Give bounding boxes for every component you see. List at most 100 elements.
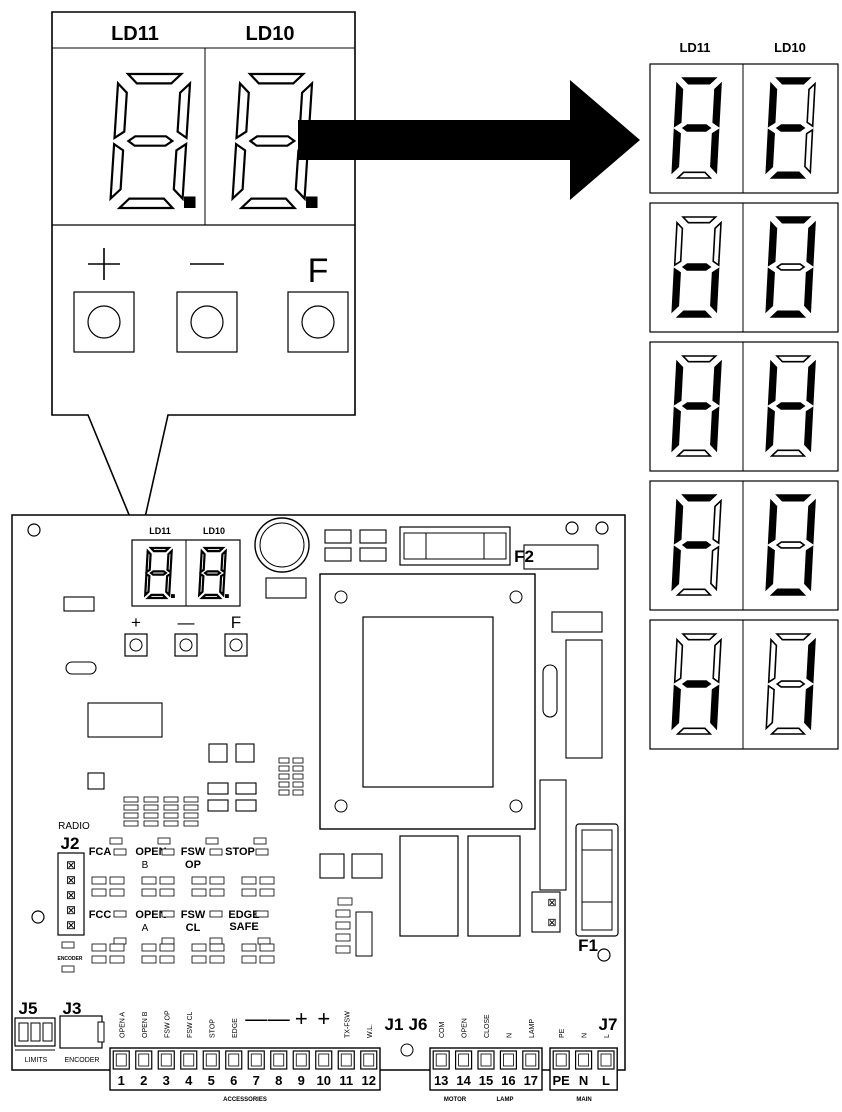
segment-b (806, 498, 816, 545)
signal-safe: SAFE (229, 921, 258, 933)
segment-g (248, 135, 297, 147)
segment-f (767, 220, 778, 267)
segment-d (769, 727, 807, 735)
connector-j2-pin-2: ⊠ (66, 873, 76, 887)
transformer-hole-4 (509, 799, 523, 813)
segment-f (235, 80, 250, 141)
resistor-array-1 (183, 812, 199, 819)
segment-g (149, 570, 168, 576)
segment-d (769, 588, 807, 596)
terminal-block-accessories-screw-inner (138, 1053, 150, 1067)
segment-f (673, 81, 684, 128)
segment-c (710, 545, 720, 592)
code-row-frame (649, 63, 839, 194)
segment-c (219, 571, 226, 598)
component-9 (235, 743, 255, 763)
terminal-motor-label-16: N (506, 1033, 513, 1038)
code-digit-right (765, 216, 816, 318)
zoom-button-knob-3 (301, 305, 335, 339)
encoder-small-label: ENCODER (57, 956, 82, 962)
terminal-motor-label-17: LAMP (529, 1019, 536, 1038)
resistor-array-2 (278, 781, 290, 788)
limits-label: LIMITS (25, 1057, 48, 1064)
encoder-led-1 (61, 941, 75, 949)
led-15 (209, 937, 223, 945)
terminal-block-motor-screw-inner (480, 1053, 492, 1067)
mount-hole-3 (595, 521, 609, 535)
resistor-row-top (241, 888, 257, 897)
code-digit-right (765, 494, 816, 596)
component-15 (319, 853, 345, 879)
terminal-accessories-label-7: — (245, 1006, 267, 1031)
segment-f (767, 637, 778, 684)
segment-f (673, 220, 684, 267)
segment-a (775, 355, 812, 363)
terminal-motor-label-14: OPEN (462, 1018, 469, 1038)
component-11 (207, 782, 229, 795)
smd-5 (335, 945, 351, 954)
led-9 (113, 910, 127, 918)
resistor-array-1 (143, 796, 159, 803)
decimal-point (225, 594, 229, 598)
code-row-frame (649, 202, 839, 333)
connector-j6-label: J6 (409, 1015, 428, 1034)
component-16 (351, 853, 383, 879)
component-19 (565, 639, 603, 759)
code-digit-left (671, 216, 722, 318)
mount-hole-1 (27, 523, 41, 537)
terminal-accessories-1: 1 (118, 1073, 125, 1088)
code-row-3 (649, 341, 839, 472)
resistor-row-top (241, 876, 257, 885)
segment-c (165, 571, 172, 598)
code-row-1 (649, 63, 839, 194)
transformer-hole-2 (509, 590, 523, 604)
segment-a (681, 494, 718, 502)
segment-d (769, 171, 807, 179)
segment-g (775, 541, 806, 549)
component-tall (539, 779, 567, 891)
resistor-array-1 (163, 796, 179, 803)
code-row-2 (649, 202, 839, 333)
code-digit-left (671, 77, 722, 179)
board-display-label-ld10: LD10 (203, 526, 225, 536)
board-button-knob-1 (129, 638, 143, 652)
terminal-motor-13: 13 (434, 1073, 448, 1088)
code-digit-left (671, 355, 722, 457)
segment-c (710, 128, 720, 175)
terminal-accessories-11: 11 (339, 1073, 353, 1088)
component-6 (359, 547, 387, 562)
terminal-accessories-7: 7 (253, 1073, 260, 1088)
segment-d (675, 171, 713, 179)
segment-a (125, 72, 185, 85)
segment-d (675, 449, 713, 457)
connector-j5-label: J5 (19, 999, 38, 1018)
connector-j5-pin (42, 1022, 53, 1042)
terminal-block-main-screw-inner (578, 1053, 589, 1067)
component-17 (523, 544, 599, 570)
decimal-point (171, 594, 175, 598)
component-4 (359, 529, 387, 544)
segment-a (775, 494, 812, 502)
segment-b (176, 80, 192, 140)
decimal-point (306, 196, 318, 208)
fuse-f2-glass (403, 532, 507, 560)
code-digit-right (765, 633, 816, 735)
segment-e (197, 571, 205, 598)
mount-hole-5 (597, 948, 611, 962)
relay-2 (467, 835, 521, 937)
main-label: MAIN (576, 1097, 591, 1103)
segment-g (681, 124, 712, 132)
code-row-frame (649, 341, 839, 472)
connector-j3 (59, 1015, 103, 1049)
mount-hole-4 (31, 910, 45, 924)
terminal-block-motor-screw-inner (435, 1053, 447, 1067)
led-7 (209, 848, 223, 856)
segment-d (675, 727, 713, 735)
resistor-row-bottom (109, 955, 125, 964)
terminal-accessories-5: 5 (208, 1073, 215, 1088)
terminal-accessories-label-12: W.L. (367, 1024, 374, 1038)
led-11 (209, 910, 223, 918)
connector-j2-label: J2 (61, 834, 80, 853)
signal-open-b-1: OPEN (135, 846, 166, 858)
connector-j5-pin (30, 1022, 41, 1042)
